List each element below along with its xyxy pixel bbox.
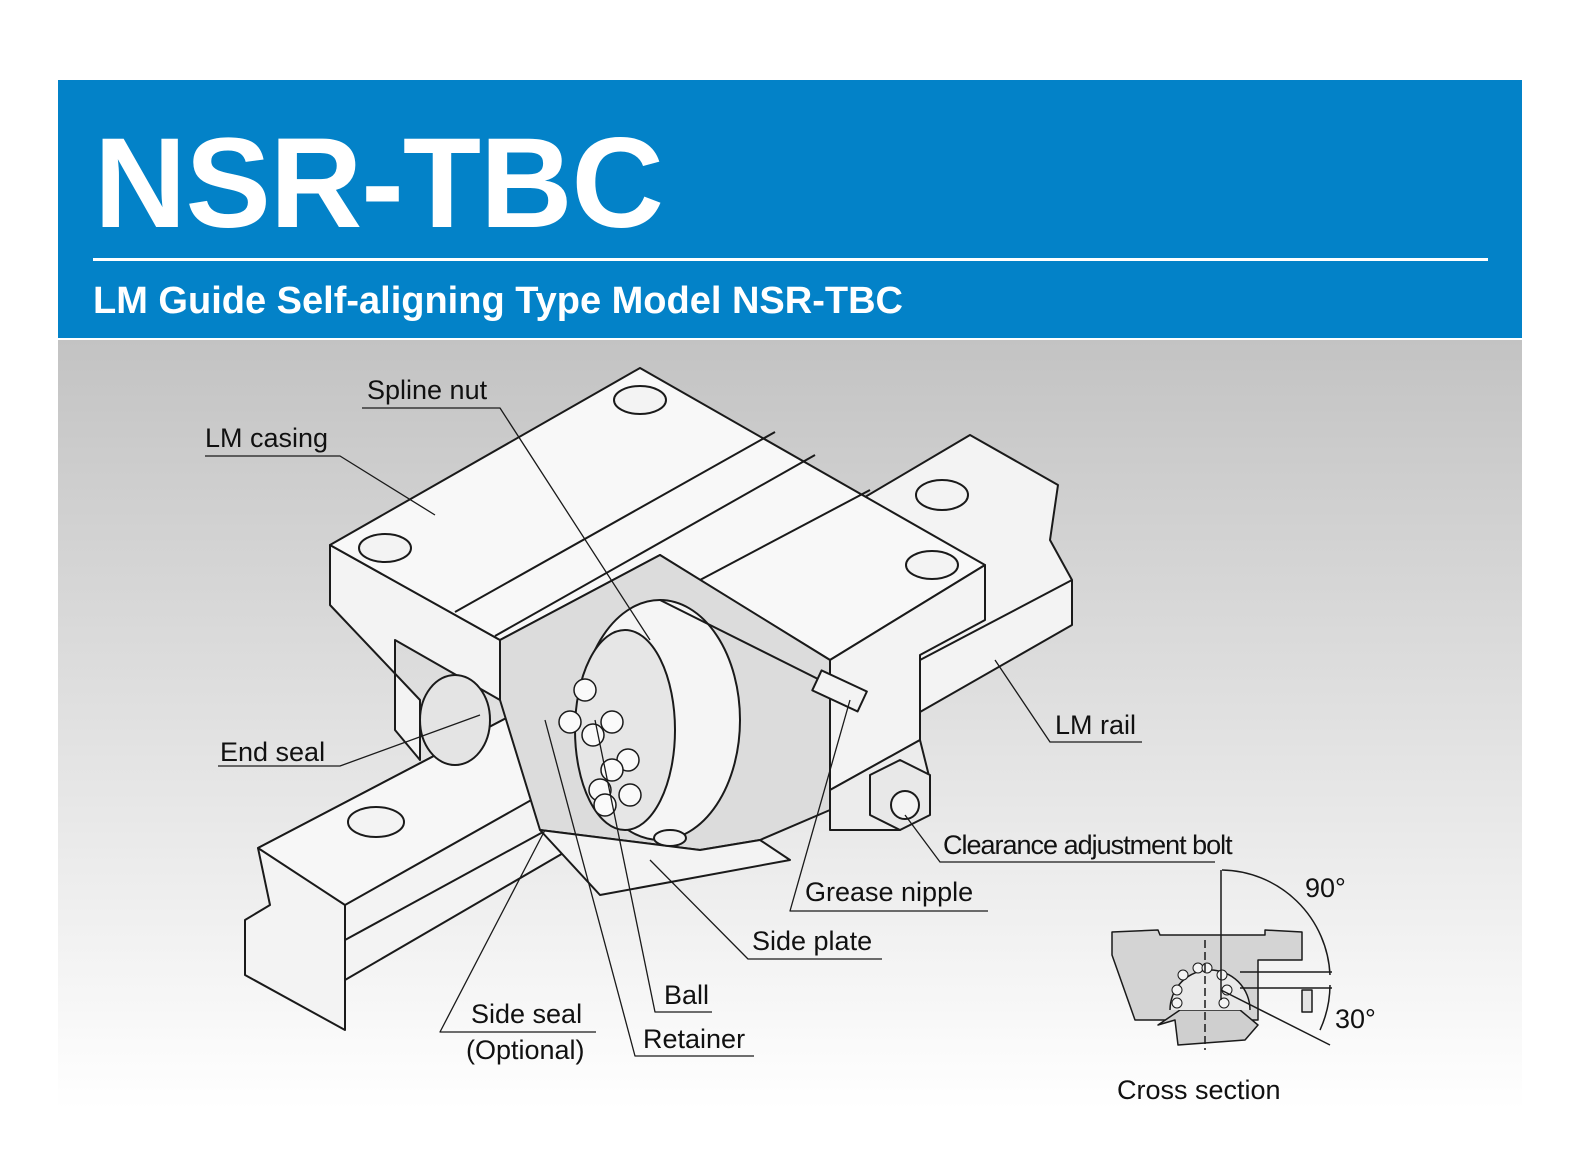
label-side-plate: Side plate (752, 926, 873, 956)
label-clearance-adjustment-bolt: Clearance adjustment bolt (943, 830, 1233, 860)
label-end-seal: End seal (220, 737, 326, 767)
lm-block-drawing (329, 367, 986, 896)
label-side-seal: Side seal (471, 999, 583, 1029)
label-spline-nut: Spline nut (367, 375, 488, 405)
label-grease-nipple: Grease nipple (805, 877, 974, 907)
header-banner: NSR-TBC LM Guide Self-aligning Type Mode… (58, 80, 1522, 338)
label-side-seal-optional: (Optional) (466, 1035, 585, 1065)
page-subtitle: LM Guide Self-aligning Type Model NSR-TB… (93, 280, 903, 322)
label-ball: Ball (664, 980, 710, 1010)
leader-lines (205, 407, 1215, 1057)
header-divider (93, 258, 1488, 261)
label-retainer: Retainer (643, 1024, 746, 1054)
label-angle-30: 30° (1335, 1004, 1376, 1034)
label-lm-rail: LM rail (1055, 710, 1137, 740)
label-cross-section: Cross section (1117, 1075, 1281, 1105)
page-title: NSR-TBC (94, 112, 664, 255)
balls (558, 678, 642, 817)
label-angle-90: 90° (1305, 873, 1346, 903)
label-lm-casing: LM casing (205, 423, 329, 453)
cross-section-drawing (1111, 869, 1332, 1050)
